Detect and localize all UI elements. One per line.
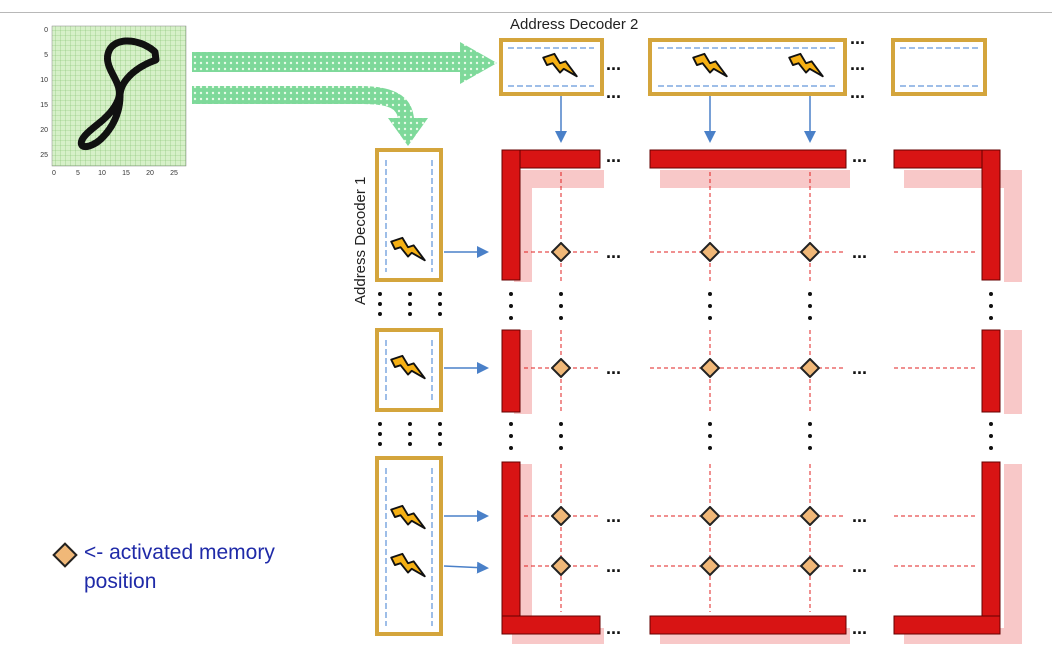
activated-memory-diamond [552,557,570,575]
activated-memory-diamond [701,359,719,377]
ellipsis: ... [850,82,865,102]
y-tick-label: 15 [40,102,48,109]
memory-frame [502,150,1000,634]
address-decoder-1 [377,150,441,634]
green-arrow-to-decoder-2 [192,42,497,84]
ellipsis: ... [606,618,621,638]
ellipsis: ... [852,506,867,526]
ellipsis: ... [606,82,621,102]
activated-memory-diamond [552,507,570,525]
activated-memory-diamond [701,557,719,575]
x-tick-label: 15 [122,170,130,177]
activated-memory-diamond [552,243,570,261]
x-tick-label: 20 [146,170,154,177]
digit-y-ticks: 0 5 10 15 20 25 [40,27,48,159]
green-arrow-to-decoder-1 [192,86,428,146]
memory-grid-ellipses: ... ... ... ... ... ... ... ... [606,242,867,576]
ellipsis: ... [606,54,621,74]
address-decoder-1-label: Address Decoder 1 [352,177,369,305]
activated-memory-diamond [701,507,719,525]
x-tick-label: 5 [76,170,80,177]
decoder-2-connectors [561,96,810,140]
ellipsis: ... [852,242,867,262]
ellipsis: ... [852,556,867,576]
digit-x-ticks: 0 5 10 15 20 25 [52,170,178,177]
activated-memory-diamond [801,243,819,261]
ellipsis: ... [850,28,865,48]
ellipsis: ... [606,146,621,166]
x-tick-label: 10 [98,170,106,177]
y-tick-label: 5 [44,52,48,59]
y-tick-label: 0 [44,27,48,34]
activated-memory-diamond [701,243,719,261]
legend-text-line-2: position [84,570,156,594]
ellipsis: ... [606,358,621,378]
digit-image [52,26,186,166]
decoder-1-connectors [444,252,486,568]
ellipsis: ... [852,618,867,638]
y-tick-label: 20 [40,127,48,134]
ellipsis: ... [852,358,867,378]
ellipsis: ... [852,146,867,166]
memory-frame-shadow [512,170,1022,644]
activated-memory-diamond [801,507,819,525]
y-tick-label: 25 [40,152,48,159]
x-tick-label: 25 [170,170,178,177]
y-tick-label: 10 [40,77,48,84]
ellipsis: ... [850,54,865,74]
x-tick-label: 0 [52,170,56,177]
address-decoder-2-label: Address Decoder 2 [510,16,638,33]
ellipsis: ... [606,506,621,526]
activated-memory-positions [552,243,819,575]
address-decoder-2 [501,40,985,94]
activated-memory-diamond [801,557,819,575]
legend-text-line-1: <- activated memory [84,538,275,568]
memory-grid-vertical-dots [509,292,993,450]
activated-memory-diamond [801,359,819,377]
activated-memory-diamond [552,359,570,377]
ellipsis: ... [606,556,621,576]
memory-frame-ellipses: ... ... ... ... [606,146,867,638]
ellipsis: ... [606,242,621,262]
memory-grid-lines [524,172,978,612]
